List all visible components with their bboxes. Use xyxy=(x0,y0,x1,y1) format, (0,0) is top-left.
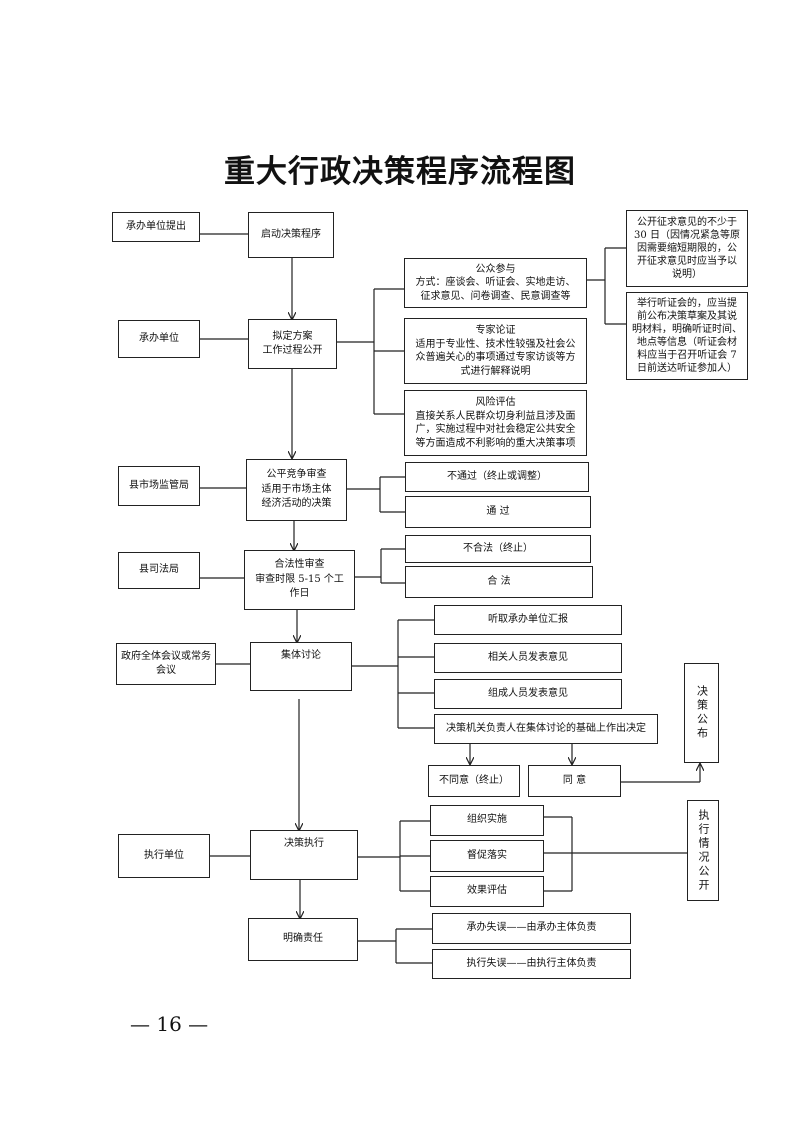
step-competition-review: 公平竞争审查 适用于市场主体 经济活动的决策 xyxy=(246,459,347,521)
outcome-agree: 同 意 xyxy=(528,765,621,797)
outcome-disagree: 不同意（终止） xyxy=(428,765,520,797)
step-draft: 拟定方案 工作过程公开 xyxy=(248,319,337,369)
page-title: 重大行政决策程序流程图 xyxy=(224,154,576,190)
note-hearing: 举行听证会的，应当提 前公布决策草案及其说 明材料，明确听证时间、 地点等信息（… xyxy=(626,292,748,380)
branch-public-participation: 公众参与 方式：座谈会、听证会、实地走访、 征求意见、问卷调查、民意调查等 xyxy=(404,258,587,308)
page-number: — 16 — xyxy=(130,1012,209,1036)
discussion-item-related-opinions: 相关人员发表意见 xyxy=(434,643,622,673)
step-execution: 决策执行 xyxy=(250,830,358,880)
discussion-item-report: 听取承办单位汇报 xyxy=(434,605,622,635)
result-competition-fail: 不通过（终止或调整） xyxy=(405,462,589,492)
responsibility-executor: 执行失误——由执行主体负责 xyxy=(432,949,631,979)
org-government-meeting: 政府全体会议或常务会议 xyxy=(116,643,216,685)
step-responsibility: 明确责任 xyxy=(248,918,358,961)
branch-expert-argument: 专家论证 适用于专业性、技术性较强及社会公 众普遍关心的事项通过专家访谈等方 式… xyxy=(404,318,587,384)
step-collective-discussion: 集体讨论 xyxy=(250,642,352,691)
org-undertaker: 承办单位 xyxy=(118,320,200,358)
note-public-comment-period: 公开征求意见的不少于 30 日（因情况紧急等原 因需要缩短期限的，公 开征求意见… xyxy=(626,210,748,287)
org-market-regulation: 县市场监管局 xyxy=(118,466,200,506)
execution-item-supervise: 督促落实 xyxy=(430,840,544,872)
result-legality-pass: 合 法 xyxy=(405,566,593,598)
responsibility-undertaker: 承办失误——由承办主体负责 xyxy=(432,913,631,944)
step-legality-review: 合法性审查 审查时限 5-15 个工 作日 xyxy=(244,550,355,610)
result-legality-fail: 不合法（终止） xyxy=(405,535,591,563)
discussion-item-decision: 决策机关负责人在集体讨论的基础上作出决定 xyxy=(434,714,658,744)
discussion-item-member-opinions: 组成人员发表意见 xyxy=(434,679,622,709)
execution-item-evaluate: 效果评估 xyxy=(430,876,544,907)
org-executor: 执行单位 xyxy=(118,834,210,878)
step-start: 启动决策程序 xyxy=(248,212,334,258)
org-proposer: 承办单位提出 xyxy=(112,212,200,242)
org-justice-bureau: 县司法局 xyxy=(118,552,200,589)
branch-risk-assessment: 风险评估 直接关系人民群众切身利益且涉及面 广，实施过程中对社会稳定公共安全 等… xyxy=(404,390,587,456)
decision-publish: 决策公布 xyxy=(684,663,719,763)
execution-public: 执行情况公开 xyxy=(687,800,719,901)
result-competition-pass: 通 过 xyxy=(405,496,591,528)
execution-item-organize: 组织实施 xyxy=(430,805,544,836)
